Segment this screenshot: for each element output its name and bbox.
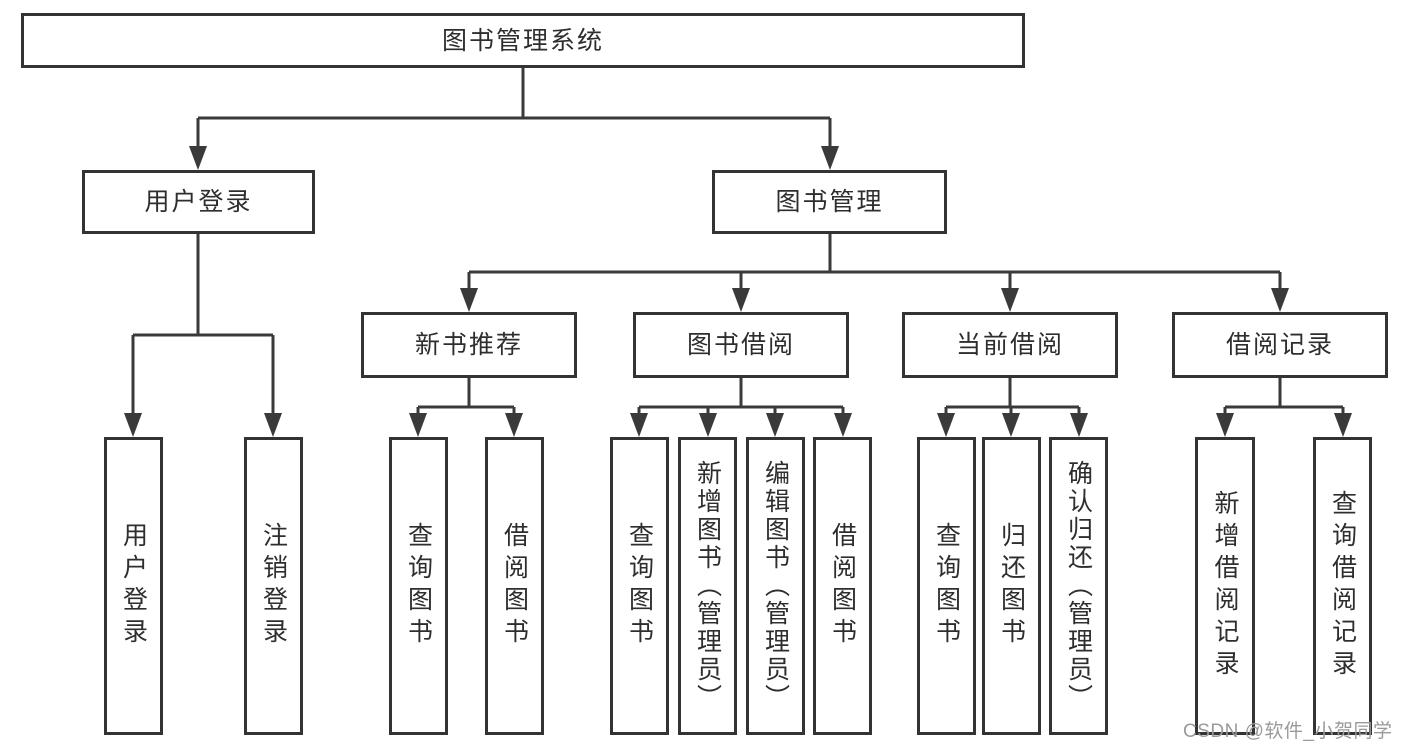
node-cb-return-books: 归还图书 bbox=[982, 437, 1041, 735]
node-new-book-recommendation: 新书推荐 bbox=[361, 312, 577, 378]
node-leaf-logout: 注销登录 bbox=[244, 437, 303, 735]
node-rec-query-books: 查询图书 bbox=[389, 437, 448, 735]
edges-new-book-rec bbox=[409, 378, 523, 437]
node-cb-confirm-return-admin: 确认归还（管理员） bbox=[1049, 437, 1108, 735]
node-book-management: 图书管理 bbox=[712, 170, 947, 234]
node-bb-add-books-admin: 新增图书（管理员） bbox=[678, 437, 737, 735]
edges-borrow-records bbox=[1216, 378, 1352, 437]
node-book-borrowing: 图书借阅 bbox=[633, 312, 849, 378]
node-current-borrowing: 当前借阅 bbox=[902, 312, 1118, 378]
node-root: 图书管理系统 bbox=[21, 13, 1025, 68]
node-rec-borrow-books: 借阅图书 bbox=[485, 437, 544, 735]
node-br-add-record: 新增借阅记录 bbox=[1195, 437, 1255, 735]
edges-book-mgmt bbox=[460, 234, 1289, 312]
node-bb-query-books: 查询图书 bbox=[610, 437, 669, 735]
edges-user-login bbox=[124, 233, 282, 437]
node-bb-edit-books-admin: 编辑图书（管理员） bbox=[746, 437, 805, 735]
watermark: CSDN @软件_小贺同学 bbox=[1183, 721, 1393, 742]
node-cb-query-books: 查询图书 bbox=[917, 437, 976, 735]
edges-root bbox=[189, 68, 839, 170]
node-borrowing-records: 借阅记录 bbox=[1172, 312, 1388, 378]
node-leaf-user-login: 用户登录 bbox=[104, 437, 163, 735]
edges-book-borrow bbox=[630, 378, 852, 437]
node-br-query-record: 查询借阅记录 bbox=[1313, 437, 1372, 735]
node-user-login: 用户登录 bbox=[82, 170, 315, 234]
node-bb-borrow-books: 借阅图书 bbox=[813, 437, 872, 735]
edges-current-borrow bbox=[937, 378, 1088, 437]
